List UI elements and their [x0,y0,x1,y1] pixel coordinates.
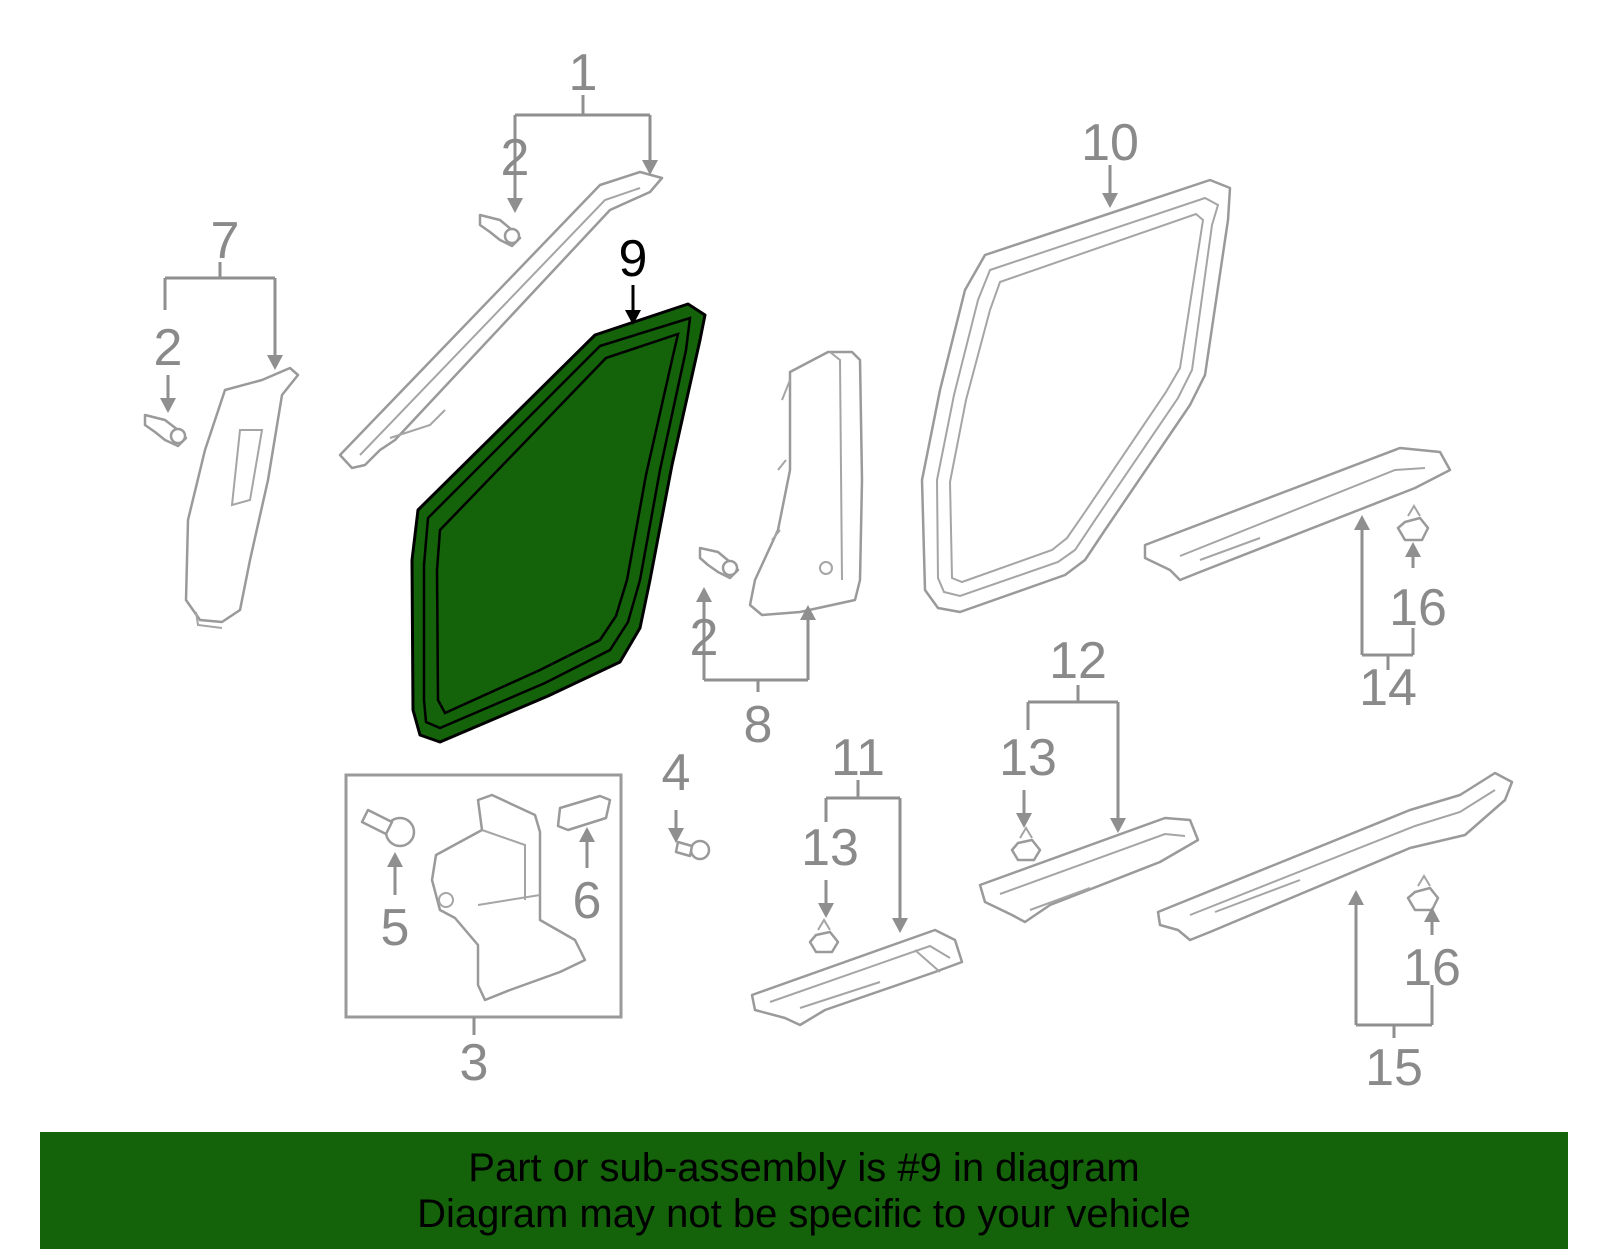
part-3-kit-box[interactable] [344,773,623,1019]
info-banner: Part or sub-assembly is #9 in diagram Di… [40,1132,1568,1249]
clip-2-top[interactable] [478,213,522,248]
callout-6: 6 [573,872,602,930]
callout-1: 1 [569,44,598,102]
part-15-scuff-plate[interactable] [1156,771,1514,942]
callout-7: 7 [211,212,240,270]
part-10-weatherstrip[interactable] [920,178,1232,614]
callout-5: 5 [381,899,410,957]
clip-13-b[interactable] [808,918,840,954]
callout-8: 8 [744,696,773,754]
clip-16-b[interactable] [1406,874,1440,912]
leader-lines [160,95,1440,1038]
callout-2-top: 2 [501,129,530,187]
banner-line-1: Part or sub-assembly is #9 in diagram [468,1145,1140,1190]
callout-16-b: 16 [1403,939,1461,997]
clip-16-a[interactable] [1396,504,1430,542]
banner-line-2: Diagram may not be specific to your vehi… [417,1191,1191,1236]
part-14-scuff-plate[interactable] [1143,446,1452,582]
callout-15: 15 [1365,1039,1423,1097]
callout-3: 3 [460,1034,489,1092]
part-11-scuff-plate[interactable] [750,928,964,1027]
clip-2-middle[interactable] [698,546,740,580]
clip-4[interactable] [674,839,711,861]
part-7-pillar-trim[interactable] [184,366,300,629]
callout-4: 4 [662,744,691,802]
callout-2-left: 2 [154,319,183,377]
callout-16-a: 16 [1389,579,1447,637]
callout-12: 12 [1049,632,1107,690]
callout-10: 10 [1081,114,1139,172]
part-9-weatherstrip-highlighted[interactable] [410,302,707,744]
callout-13-a: 13 [999,729,1057,787]
clip-2-left[interactable] [143,413,188,448]
callout-labels: 1 2 7 2 9 10 2 8 16 14 12 13 4 11 13 5 6… [154,44,1461,1097]
callout-13-b: 13 [801,819,859,877]
callout-11: 11 [831,729,885,787]
callout-2-middle: 2 [690,609,719,667]
callout-14: 14 [1359,659,1417,717]
part-8-pillar-lower-trim[interactable] [748,350,864,617]
callout-9-active: 9 [619,230,648,288]
part-1-a-pillar-trim[interactable] [338,170,664,470]
part-12-scuff-plate[interactable] [978,816,1200,924]
clip-13-a[interactable] [1010,826,1042,862]
